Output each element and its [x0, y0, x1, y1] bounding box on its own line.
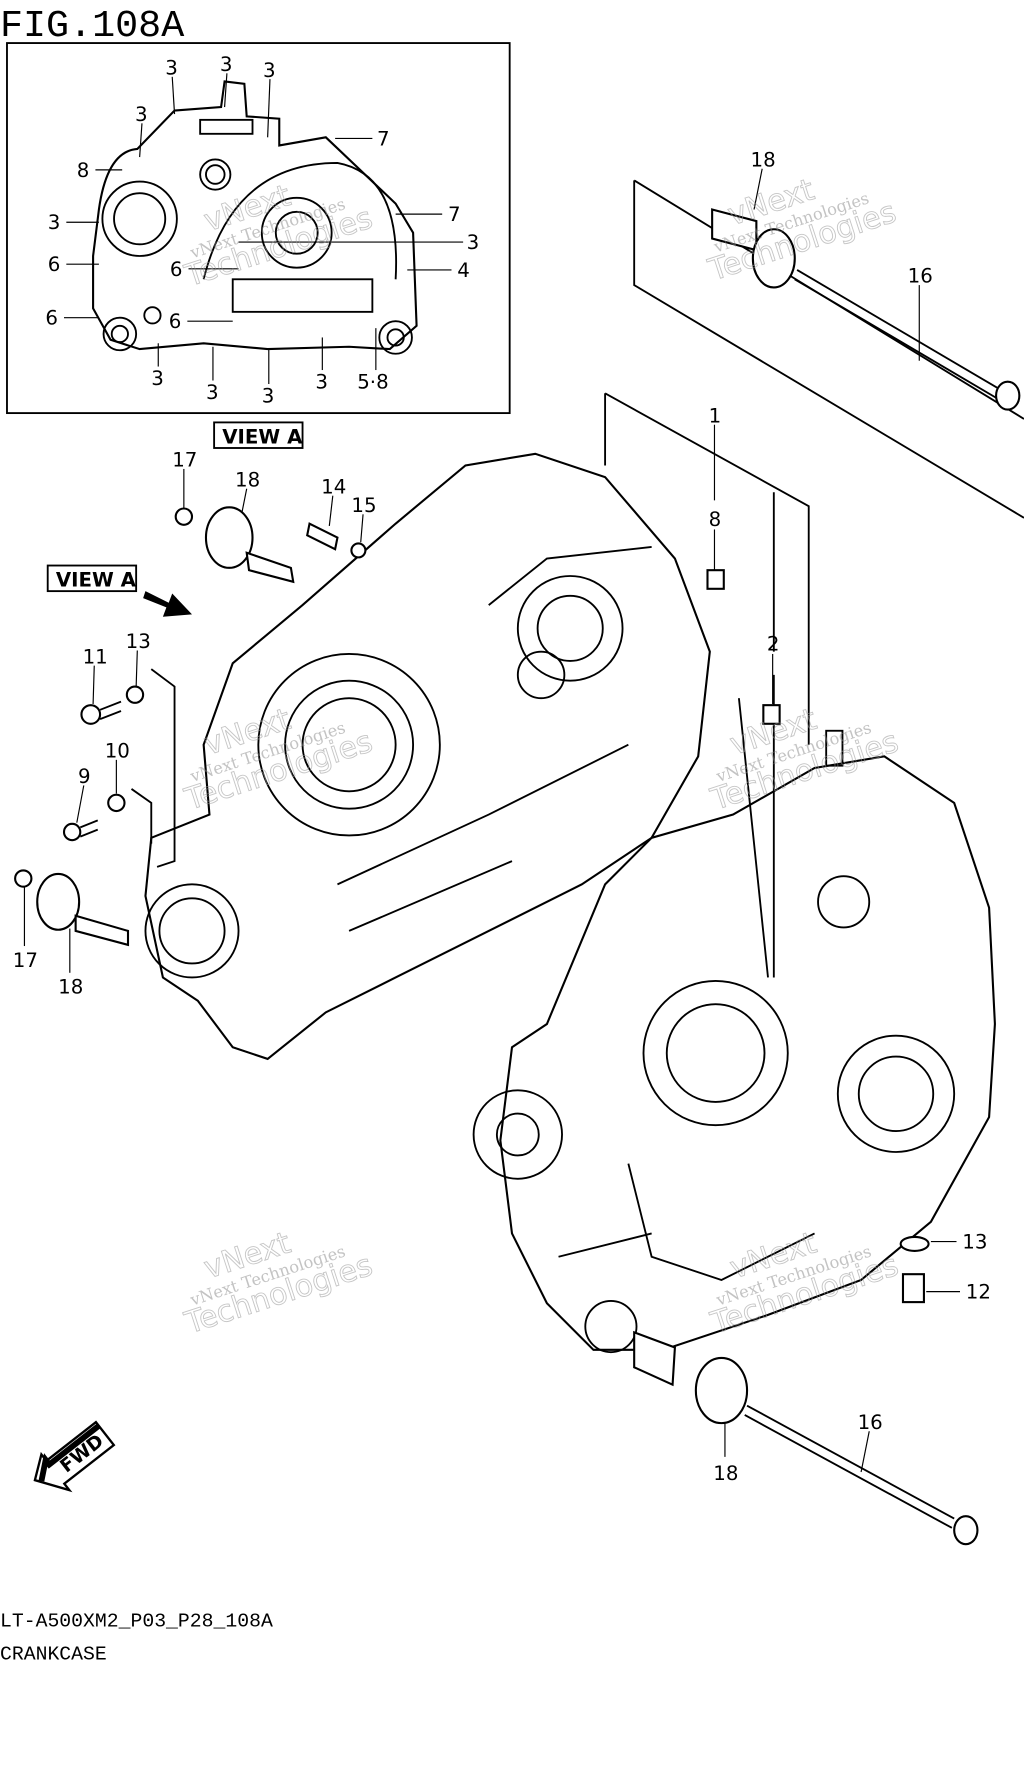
- view-a-pointer-label: VIEW A: [56, 568, 137, 591]
- callout: 3: [48, 211, 61, 234]
- callout: 9: [78, 765, 91, 788]
- callout: 11: [83, 645, 108, 668]
- callout: 6: [48, 253, 61, 276]
- leader-lines: [23, 168, 960, 1473]
- section-name: CRANKCASE: [0, 1643, 107, 1665]
- callout: 3: [263, 59, 276, 82]
- callout: 1: [709, 404, 722, 427]
- callout: 18: [713, 1462, 738, 1485]
- callout: 3: [206, 381, 219, 404]
- callout: 3: [262, 385, 275, 408]
- view-a-label-box: [213, 421, 304, 449]
- view-a-pointer-box: [46, 564, 138, 593]
- callout: 3: [135, 103, 148, 126]
- callout: 3: [220, 53, 233, 76]
- callout: 12: [966, 1281, 991, 1304]
- callout: 7: [377, 127, 390, 150]
- callout: 6: [169, 310, 182, 333]
- figure-title: FIG.108A: [0, 4, 185, 48]
- callout: 10: [105, 740, 130, 763]
- callout: 3: [165, 56, 178, 79]
- callout: 4: [457, 259, 470, 282]
- callout: 6: [170, 258, 183, 281]
- callout: 5·8: [357, 371, 388, 394]
- callout: 18: [58, 976, 83, 999]
- callout: 3: [467, 231, 480, 254]
- callout: 18: [751, 148, 776, 171]
- callout: 16: [858, 1411, 883, 1434]
- inset-view-a: 3 3 3 3 8 7 3 7 3 6 6 4 6 6 3 3 3 3 5·8: [6, 42, 511, 415]
- callout: 13: [126, 630, 151, 653]
- fwd-arrow-icon: FWD: [33, 1420, 116, 1493]
- small-parts: [14, 506, 930, 1304]
- callout: 17: [172, 449, 197, 472]
- view-a-label: VIEW A: [222, 425, 303, 448]
- callout: 6: [45, 307, 58, 330]
- callout: 8: [709, 508, 722, 531]
- model-code: LT-A500XM2_P03_P28_108A: [0, 1611, 273, 1633]
- callout: 2: [767, 632, 780, 655]
- callout: 17: [13, 949, 38, 972]
- callout: 3: [151, 367, 164, 390]
- lower-right-parts: [633, 1330, 979, 1546]
- callout: 18: [235, 468, 260, 491]
- crankcase-right-half: [472, 729, 996, 1354]
- callout: 3: [315, 371, 328, 394]
- callout: 7: [448, 203, 461, 226]
- callout: 13: [962, 1231, 987, 1254]
- crankcase-left-half: [144, 452, 711, 1061]
- callout: 15: [351, 494, 376, 517]
- view-arrow-icon: [143, 591, 192, 617]
- upper-right-parts: [604, 179, 1024, 978]
- callout: 16: [908, 265, 933, 288]
- callout: 14: [321, 475, 346, 498]
- callout: 8: [77, 159, 90, 182]
